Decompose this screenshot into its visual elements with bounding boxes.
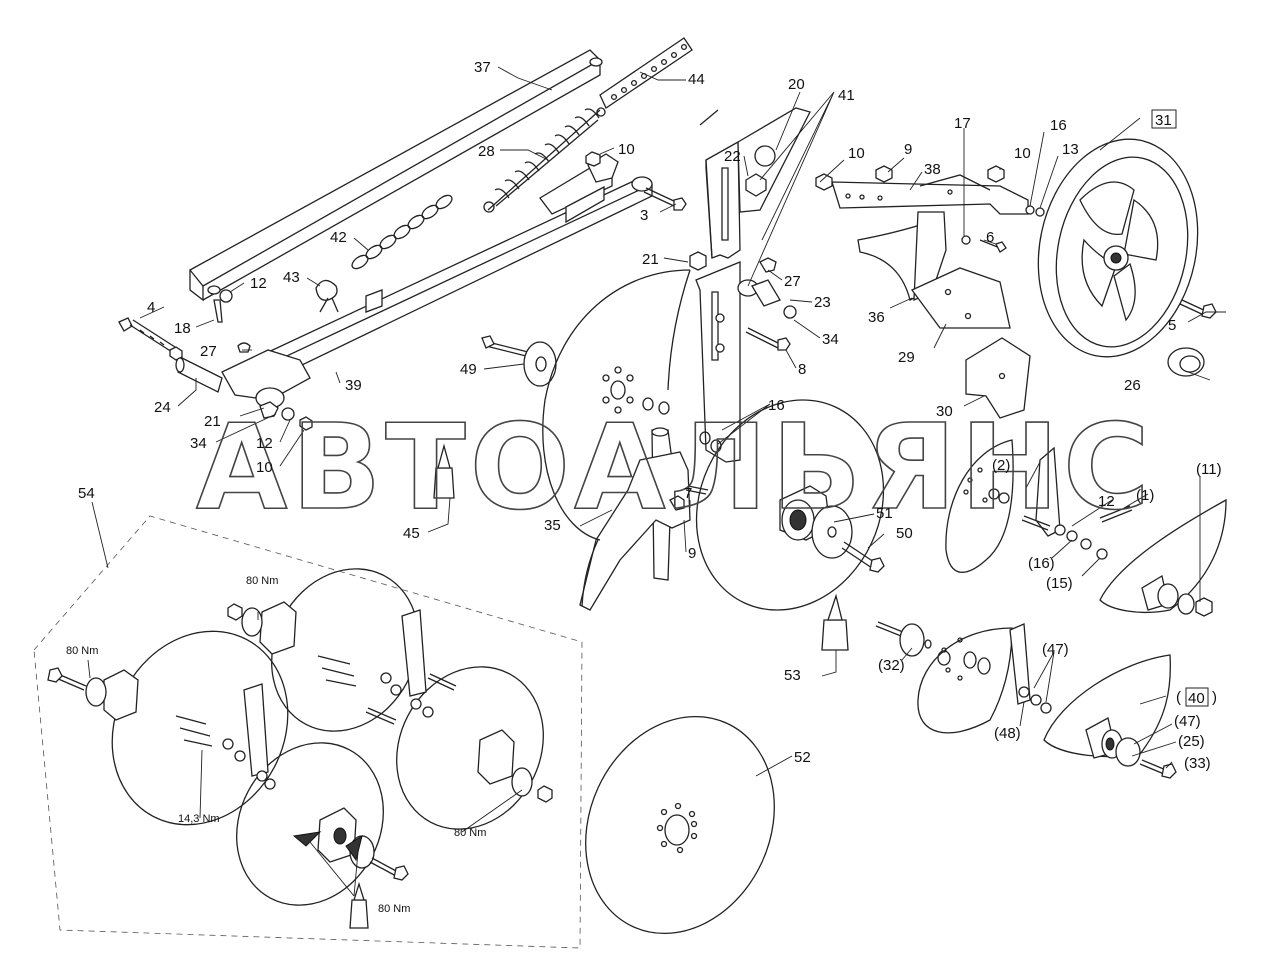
callout-12: 12 <box>250 275 267 292</box>
callout-48: (48) <box>994 725 1021 742</box>
disc-center-right <box>695 399 885 611</box>
callout-10: 10 <box>1014 145 1031 162</box>
callout-13: 13 <box>1062 141 1079 158</box>
part-49-bolt <box>481 335 557 387</box>
callout-12: 12 <box>256 435 273 452</box>
callout-40-close: ) <box>1212 689 1217 706</box>
callout-24: 24 <box>154 399 171 416</box>
part-28-spring <box>483 107 606 213</box>
part-42-chain <box>351 194 453 270</box>
callout-38: 38 <box>924 161 941 178</box>
callout-4: 4 <box>147 299 155 316</box>
part-39-arm <box>221 153 653 409</box>
right-mid-subassembly <box>945 439 1227 617</box>
right-low-subassembly <box>875 621 1177 779</box>
callout-39: 39 <box>345 377 362 394</box>
callout-29: 29 <box>898 349 915 366</box>
callout-16: 16 <box>1050 117 1067 134</box>
callout-21: 21 <box>642 251 659 268</box>
callout-36: 36 <box>868 309 885 326</box>
watermark-text: АВТОАЛЬЯНС <box>196 398 1154 536</box>
callout-1: (1) <box>1136 487 1154 504</box>
callout-52: 52 <box>794 749 811 766</box>
callout-31-box <box>1151 109 1177 129</box>
callout-22: 22 <box>724 148 741 165</box>
callout-53: 53 <box>784 667 801 684</box>
callout-3: 3 <box>640 207 648 224</box>
callout-35: 35 <box>544 517 561 534</box>
central-bracket <box>689 107 811 463</box>
callout-16: 16 <box>768 397 785 414</box>
callout-7: 7 <box>684 485 692 502</box>
torque-label: 14,3 Nm <box>178 813 220 825</box>
callout-6: 6 <box>986 229 994 246</box>
callout-51: 51 <box>876 505 893 522</box>
callout-47: (47) <box>1042 641 1069 658</box>
box-54-contents <box>47 568 553 929</box>
callout-40-box <box>1185 687 1209 707</box>
callout-40: 40 <box>1188 690 1205 707</box>
callout-40-open: ( <box>1176 689 1181 706</box>
callout-44: 44 <box>688 71 705 88</box>
callout-20: 20 <box>788 76 805 93</box>
part-37-bar <box>189 49 603 302</box>
callout-32: (32) <box>878 657 905 674</box>
callout-41: 41 <box>838 87 855 104</box>
callout-11: (11) <box>1196 461 1222 478</box>
torque-label: 80 Nm <box>378 903 410 915</box>
callout-27: 27 <box>784 273 801 290</box>
callout-26: 26 <box>1124 377 1141 394</box>
callout-50: 50 <box>896 525 913 542</box>
callout-2: (2) <box>992 457 1010 474</box>
callout-31: 31 <box>1155 112 1172 129</box>
callout-10: 10 <box>256 459 273 476</box>
torque-label: 80 Nm <box>246 575 278 587</box>
part-53-tube <box>821 593 849 651</box>
callout-33: (33) <box>1184 755 1211 772</box>
callout-37: 37 <box>474 59 491 76</box>
scraper-bracket <box>815 165 1045 419</box>
callout-9: 9 <box>904 141 912 158</box>
callout-27: 27 <box>200 343 217 360</box>
callout-17: 17 <box>954 115 971 132</box>
leader-lines <box>87 66 1226 833</box>
torque-label: 80 Nm <box>66 645 98 657</box>
callout-15: (15) <box>1046 575 1073 592</box>
callout-10: 10 <box>618 141 635 158</box>
callout-12: 12 <box>1098 493 1115 510</box>
disc-center-left <box>542 269 722 541</box>
bolts-top-center <box>585 151 687 211</box>
callout-9: 9 <box>688 545 696 562</box>
callout-21: 21 <box>204 413 221 430</box>
left-hardware <box>118 279 339 431</box>
callout-16: (16) <box>1028 555 1055 572</box>
box-54-outline <box>33 515 583 949</box>
callout-34: 34 <box>822 331 839 348</box>
callout-43: 43 <box>283 269 300 286</box>
callout-28: 28 <box>478 143 495 160</box>
callout-18: 18 <box>174 320 191 337</box>
part-44-strap <box>599 37 693 109</box>
callout-45: 45 <box>403 525 420 542</box>
callout-25: (25) <box>1178 733 1205 750</box>
callout-34: 34 <box>190 435 207 452</box>
callout-30: 30 <box>936 403 953 420</box>
torque-labels: 80 Nm 80 Nm 14,3 Nm 80 Nm 80 Nm <box>66 575 486 915</box>
callout-42: 42 <box>330 229 347 246</box>
part-45-tube <box>433 443 455 499</box>
callout-8: 8 <box>798 361 806 378</box>
part-35-shank <box>579 427 709 611</box>
callout-47: (47) <box>1174 713 1201 730</box>
callout-10: 10 <box>848 145 865 162</box>
callout-labels: 37 44 28 10 3 42 12 43 4 18 27 24 39 21 … <box>78 59 1222 772</box>
callout-23: 23 <box>814 294 831 311</box>
callout-49: 49 <box>460 361 477 378</box>
callout-5: 5 <box>1168 317 1176 334</box>
part-52-disc <box>585 715 775 935</box>
callout-54: 54 <box>78 485 95 502</box>
part-31-wheel <box>1037 138 1217 377</box>
torque-label: 80 Nm <box>454 827 486 839</box>
